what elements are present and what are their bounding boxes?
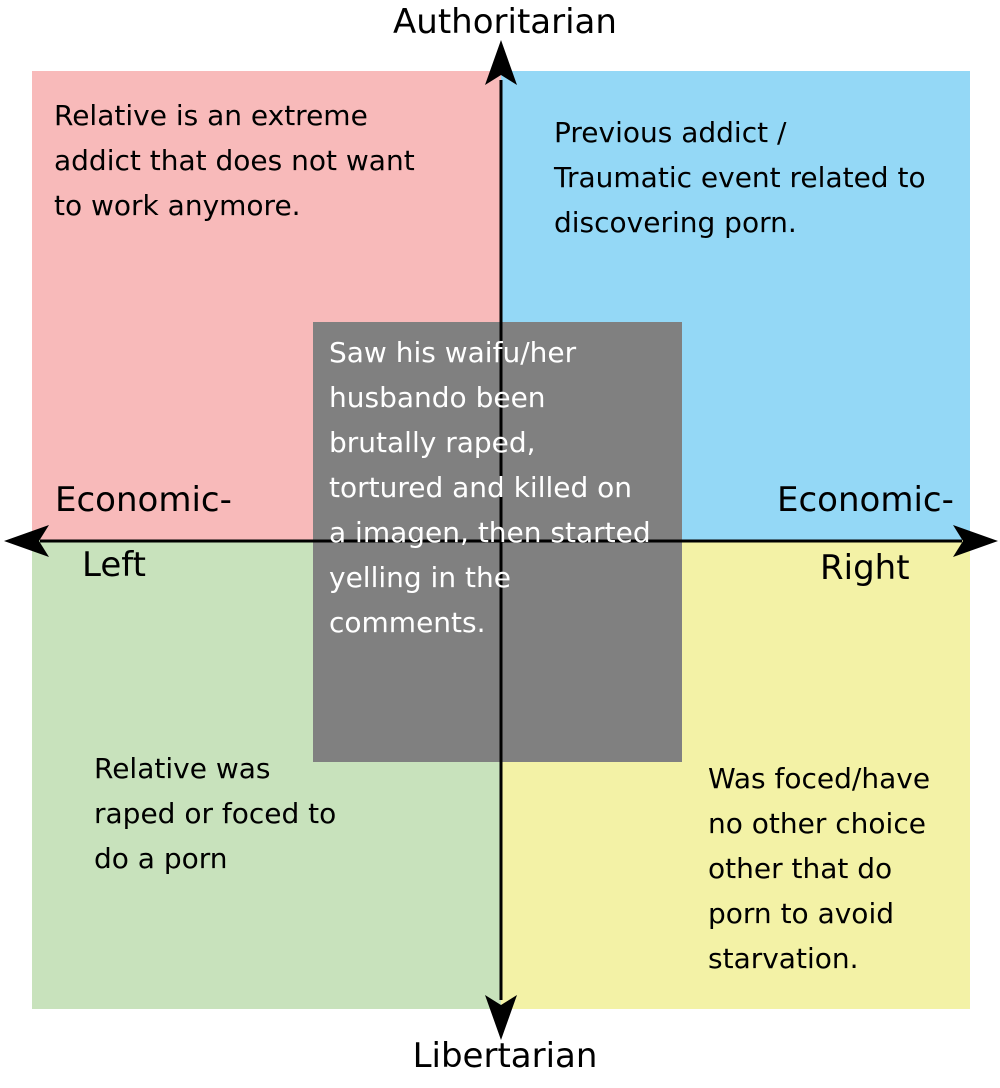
quadrant-top-left-text: Relative is an extreme addict that does … <box>54 99 415 222</box>
quadrant-top-right-text: Previous addict / Traumatic event relate… <box>554 116 926 239</box>
axis-label-right-line2: Right <box>820 548 910 588</box>
arrow-up-icon <box>485 40 517 85</box>
axis-label-top: Authoritarian <box>393 2 617 42</box>
axis-label-right-line1: Economic- <box>777 480 954 520</box>
quadrant-bottom-left-text: Relative was raped or foced to do a porn <box>94 752 337 875</box>
arrow-left-icon <box>4 525 49 557</box>
arrow-right-icon <box>953 525 998 557</box>
axis-label-left-line2: Left <box>82 545 146 585</box>
quadrant-bottom-right-text: Was foced/have no other choice other tha… <box>708 762 931 975</box>
axis-label-bottom: Libertarian <box>412 1036 598 1076</box>
axis-label-left-line1: Economic- <box>55 480 232 520</box>
arrow-down-icon <box>485 995 517 1040</box>
center-text: Saw his waifu/her husbando been brutally… <box>329 336 651 639</box>
